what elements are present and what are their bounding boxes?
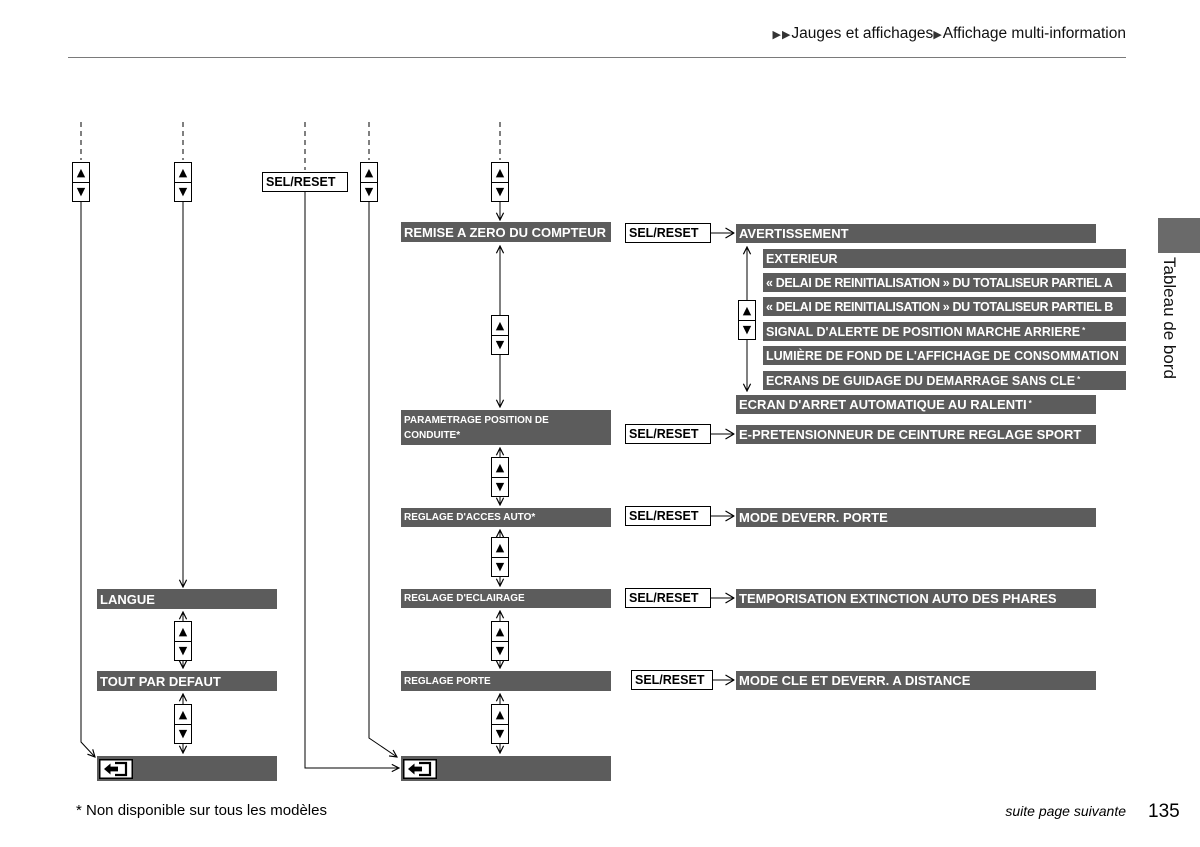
chapter-tab-label: Tableau de bord xyxy=(1160,257,1179,379)
up-arrow-icon: ▲ xyxy=(174,704,192,725)
footnote-mark: * xyxy=(1077,374,1081,384)
menu-item-auto-access: REGLAGE D'ACCES AUTO* xyxy=(401,508,611,527)
up-arrow-icon: ▲ xyxy=(491,537,509,558)
option-item: LUMIÈRE DE FOND DE L'AFFICHAGE DE CONSOM… xyxy=(763,346,1126,365)
menu-item-lighting: REGLAGE D'ECLAIRAGE xyxy=(401,589,611,608)
option-item: SIGNAL D'ALERTE DE POSITION MARCHE ARRIE… xyxy=(763,322,1126,341)
down-arrow-icon: ▼ xyxy=(491,557,509,577)
setting-warning: AVERTISSEMENT xyxy=(736,224,1096,243)
breadcrumb-arrow-icon: ▶ xyxy=(933,27,942,41)
up-down-buttons-icon: ▲▼ xyxy=(491,621,509,661)
sel-reset-button-label: SEL/RESET xyxy=(625,506,711,526)
menu-item-back xyxy=(97,756,277,781)
down-arrow-icon: ▼ xyxy=(738,320,756,340)
back-icon xyxy=(403,759,437,779)
menu-item-label: CONDUITE* xyxy=(404,429,461,441)
breadcrumb-section: Jauges et affichages xyxy=(791,25,934,42)
up-arrow-icon: ▲ xyxy=(174,621,192,642)
connector-to-back xyxy=(368,202,397,757)
connector-to-back xyxy=(304,192,399,768)
down-arrow-icon: ▼ xyxy=(491,641,509,661)
header-divider xyxy=(68,57,1126,58)
setting-door-unlock-mode: MODE DEVERR. PORTE xyxy=(736,508,1096,527)
up-arrow-icon: ▲ xyxy=(491,457,509,478)
down-arrow-icon: ▼ xyxy=(174,724,192,744)
setting-remote-unlock-mode: MODE CLE ET DEVERR. A DISTANCE xyxy=(736,671,1096,690)
up-down-buttons-icon: ▲▼ xyxy=(491,704,509,744)
breadcrumb-subsection: Affichage multi-information xyxy=(942,25,1126,42)
down-arrow-icon: ▼ xyxy=(174,641,192,661)
up-down-buttons-icon: ▲▼ xyxy=(174,162,192,202)
footnote-mark: * xyxy=(1028,398,1032,408)
breadcrumb-arrow-icon: ▶ xyxy=(772,27,781,41)
down-arrow-icon: ▼ xyxy=(174,182,192,202)
up-arrow-icon: ▲ xyxy=(174,162,192,183)
down-arrow-icon: ▼ xyxy=(491,182,509,202)
option-item: EXTERIEUR xyxy=(763,249,1126,268)
up-down-buttons-icon: ▲▼ xyxy=(174,621,192,661)
menu-item-trip-reset: REMISE A ZERO DU COMPTEUR xyxy=(401,222,611,242)
up-arrow-icon: ▲ xyxy=(491,704,509,725)
up-arrow-icon: ▲ xyxy=(491,621,509,642)
option-label: SIGNAL D'ALERTE DE POSITION MARCHE ARRIE… xyxy=(766,324,1081,339)
back-icon xyxy=(99,759,133,779)
down-arrow-icon: ▼ xyxy=(72,182,90,202)
footnote-mark: * xyxy=(1082,325,1086,335)
menu-item-door: REGLAGE PORTE xyxy=(401,671,611,691)
down-arrow-icon: ▼ xyxy=(491,477,509,497)
up-down-buttons-icon: ▲▼ xyxy=(491,315,509,355)
down-arrow-icon: ▼ xyxy=(360,182,378,202)
menu-item-default-all: TOUT PAR DEFAUT xyxy=(97,671,277,691)
setting-headlight-timer: TEMPORISATION EXTINCTION AUTO DES PHARES xyxy=(736,589,1096,608)
up-down-buttons-icon: ▲▼ xyxy=(738,300,756,340)
setting-seatbelt-pretensioner: E-PRETENSIONNEUR DE CEINTURE REGLAGE SPO… xyxy=(736,425,1096,444)
up-arrow-icon: ▲ xyxy=(738,300,756,321)
sel-reset-button-label: SEL/RESET xyxy=(625,588,711,608)
down-arrow-icon: ▼ xyxy=(491,335,509,355)
up-arrow-icon: ▲ xyxy=(491,162,509,183)
up-arrow-icon: ▲ xyxy=(360,162,378,183)
menu-item-driving-position: PARAMETRAGE POSITION DE CONDUITE* xyxy=(401,410,611,445)
sel-reset-button-label: SEL/RESET xyxy=(625,223,711,243)
connector-to-back xyxy=(80,202,95,757)
up-down-buttons-icon: ▲▼ xyxy=(174,704,192,744)
option-item: « DELAI DE REINITIALISATION » DU TOTALIS… xyxy=(763,297,1126,316)
down-arrow-icon: ▼ xyxy=(491,724,509,744)
up-down-buttons-icon: ▲▼ xyxy=(491,457,509,497)
footnote: * Non disponible sur tous les modèles xyxy=(76,802,327,819)
option-item: ECRANS DE GUIDAGE DU DEMARRAGE SANS CLE* xyxy=(763,371,1126,390)
up-down-buttons-icon: ▲▼ xyxy=(491,162,509,202)
up-arrow-icon: ▲ xyxy=(491,315,509,336)
setting-label: ECRAN D'ARRET AUTOMATIQUE AU RALENTI xyxy=(739,397,1027,412)
sel-reset-button-label: SEL/RESET xyxy=(631,670,713,690)
continued-note: suite page suivante xyxy=(1005,803,1126,819)
sel-reset-button-label: SEL/RESET xyxy=(625,424,711,444)
up-down-buttons-icon: ▲▼ xyxy=(72,162,90,202)
menu-item-language: LANGUE xyxy=(97,589,277,609)
menu-item-label: PARAMETRAGE POSITION DE xyxy=(404,414,549,426)
page-number: 135 xyxy=(1148,801,1180,822)
setting-idle-stop: ECRAN D'ARRET AUTOMATIQUE AU RALENTI* xyxy=(736,395,1096,414)
breadcrumb-arrow-icon: ▶ xyxy=(781,27,791,41)
option-item: « DELAI DE REINITIALISATION » DU TOTALIS… xyxy=(763,273,1126,292)
breadcrumb: ▶▶Jauges et affichages▶Affichage multi-i… xyxy=(772,25,1126,43)
up-down-buttons-icon: ▲▼ xyxy=(360,162,378,202)
sel-reset-button-label: SEL/RESET xyxy=(262,172,348,192)
up-arrow-icon: ▲ xyxy=(72,162,90,183)
chapter-tab xyxy=(1158,218,1200,253)
option-label: ECRANS DE GUIDAGE DU DEMARRAGE SANS CLE xyxy=(766,373,1076,388)
menu-item-back xyxy=(401,756,611,781)
up-down-buttons-icon: ▲▼ xyxy=(491,537,509,577)
